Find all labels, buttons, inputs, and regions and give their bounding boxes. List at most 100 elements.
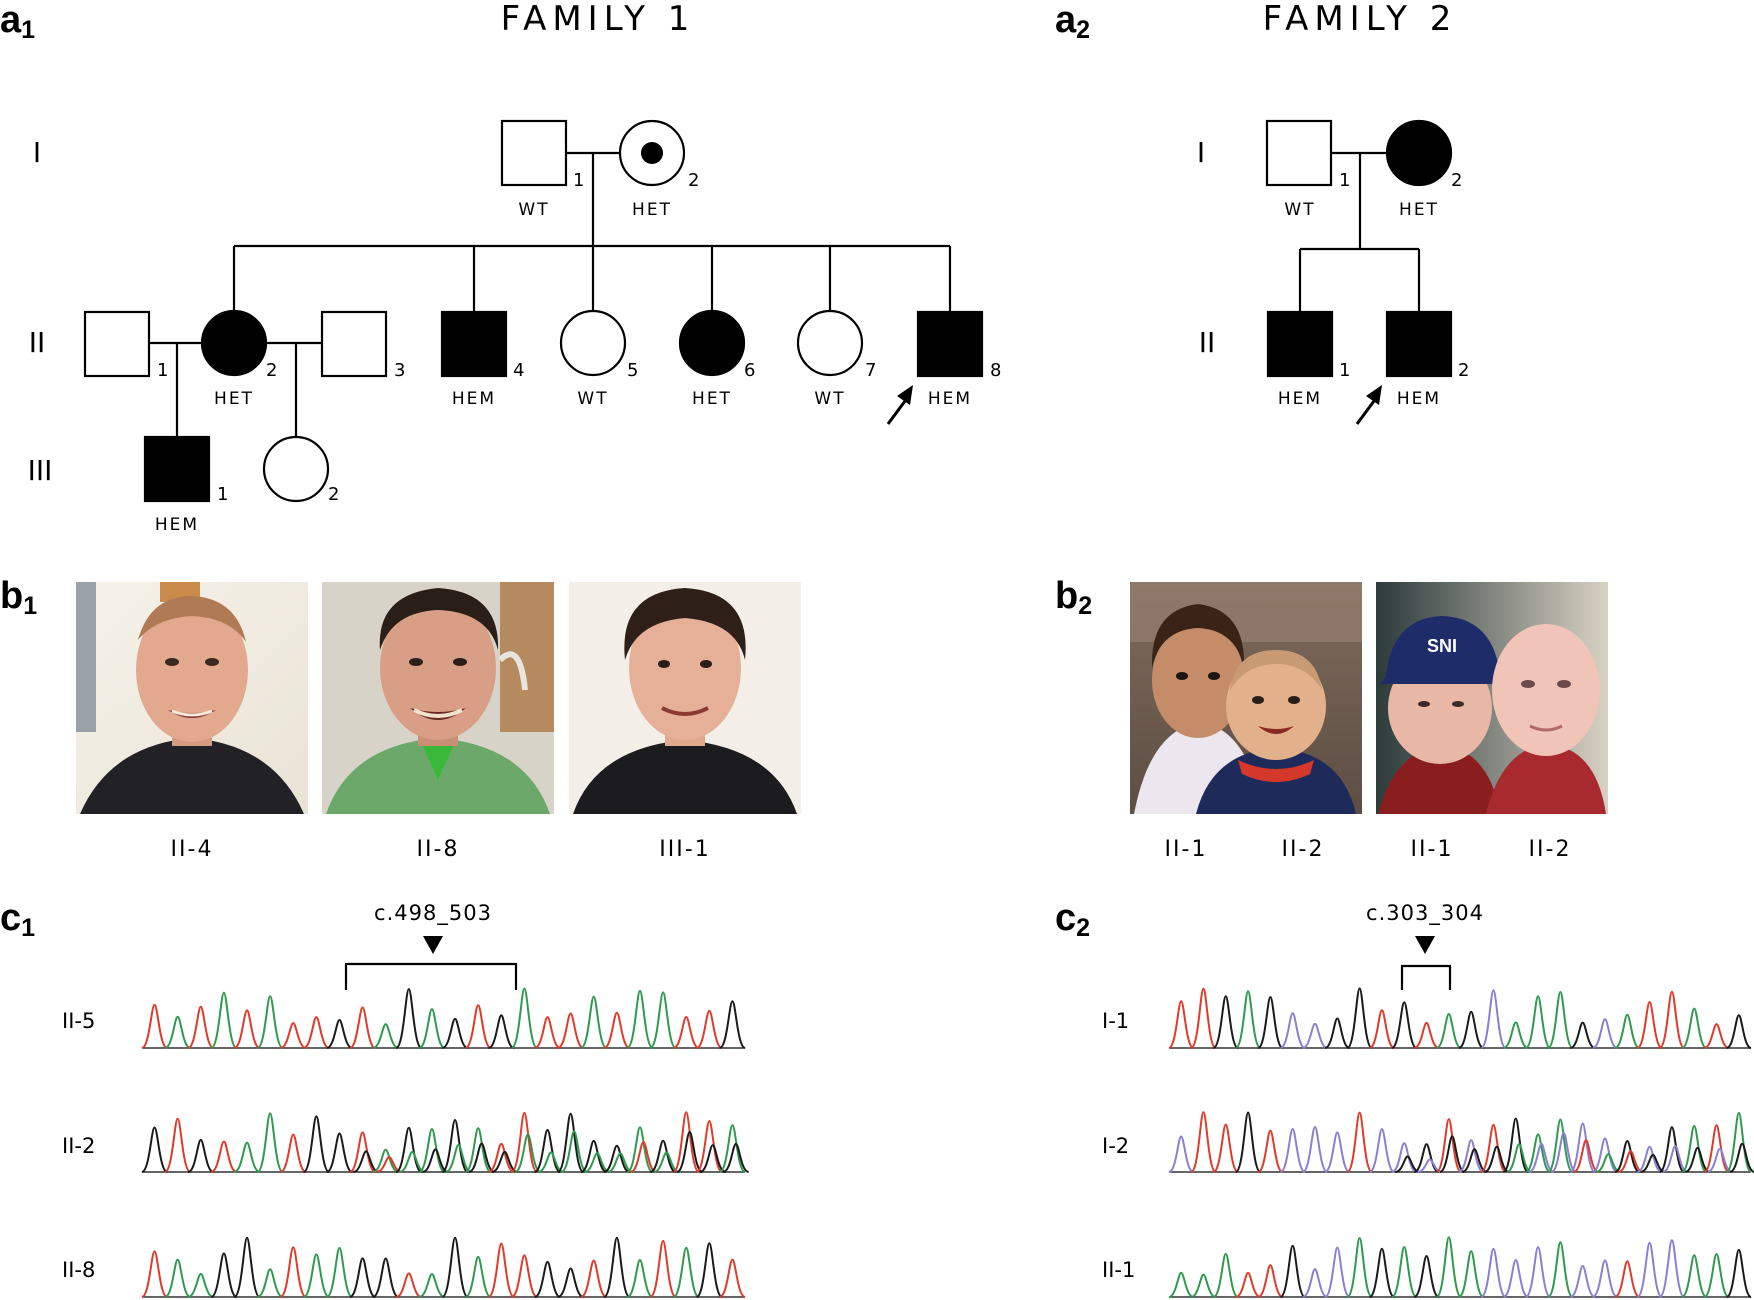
chromatogram-peak — [1413, 1254, 1440, 1298]
chromatogram-peak — [141, 1003, 168, 1049]
chromatogram-peak — [280, 1133, 307, 1173]
family2-II-2-male-affected-proband: 2 HEM — [1355, 310, 1469, 425]
family1-III-1-male-affected: 1 HEM — [143, 435, 228, 535]
chromatogram-peak — [626, 1258, 654, 1298]
family1-I-1-male-unaffected: 1 WT — [500, 119, 584, 220]
chromatogram-peak — [580, 1259, 607, 1298]
chromatogram-peak — [1417, 1158, 1443, 1173]
genotype-label: WT — [518, 200, 549, 220]
family2-I-2-female-affected: 2 HET — [1385, 119, 1462, 220]
chromatogram-peak — [1684, 1146, 1711, 1173]
chromatogram-peak — [534, 1016, 561, 1049]
photo-label-family2-adult-II-1: II-1 — [1411, 837, 1454, 862]
chromatogram-peak — [1190, 1111, 1217, 1173]
chromatogram-peak — [1550, 1132, 1577, 1173]
chromatogram-peak — [1167, 1000, 1195, 1049]
chromatogram-peak — [141, 1126, 168, 1173]
individual-number: 1 — [217, 484, 228, 505]
chromatogram-peak — [672, 1246, 700, 1298]
chromatogram-peak — [303, 1253, 330, 1298]
photo-family1-II-8 — [322, 582, 554, 814]
chromatogram-peak — [1279, 1012, 1306, 1049]
chromatogram-peak — [1658, 1126, 1686, 1173]
chromatogram-peak — [510, 987, 539, 1049]
chromatogram-peak — [1234, 1111, 1262, 1173]
family1-II-5-female-unaffected: 5 WT — [559, 309, 638, 409]
chromatogram-peak — [649, 991, 677, 1049]
chromatogram-peak — [1569, 1265, 1596, 1298]
chromatogram-peak — [418, 1273, 445, 1298]
chromatogram-peak — [187, 1138, 214, 1173]
chromatogram-peak — [1390, 1001, 1418, 1049]
chromatogram-peak — [1707, 1147, 1733, 1173]
chromatogram-peak — [1235, 1271, 1261, 1298]
family1-pedigree-lines — [149, 151, 952, 436]
chromatogram-peak — [303, 1016, 330, 1049]
chromatogram-peak — [210, 991, 238, 1049]
chromatogram-peak — [233, 1009, 261, 1049]
chromatogram-peak — [1703, 1023, 1730, 1049]
chromatogram-peak — [676, 1131, 703, 1173]
individual-number: 2 — [328, 484, 339, 505]
chromatogram-peak — [1729, 1142, 1754, 1173]
proband-arrow-icon — [1355, 385, 1382, 425]
chromatogram-peak — [1614, 1139, 1641, 1173]
chromatogram-peak — [537, 1151, 564, 1173]
chromatogram-peak — [1636, 1241, 1663, 1298]
chromatogram-peak — [210, 1252, 238, 1298]
chromatogram-peak — [580, 1139, 607, 1173]
chromatogram-peak — [649, 1139, 677, 1173]
chromatogram-peak — [488, 1014, 515, 1049]
genotype-label: HET — [692, 389, 732, 409]
family2-II-1-male-affected: 1 HEM — [1266, 310, 1350, 409]
chromatogram-peak — [1346, 1111, 1373, 1173]
variant-bracket — [344, 962, 518, 990]
chromatogram-peak — [718, 1000, 747, 1049]
chromatogram-peak — [1279, 1127, 1306, 1173]
family1-generation-I: I — [33, 136, 41, 169]
chromatogram-peak — [353, 1150, 380, 1173]
family1-generation-II: II — [29, 326, 46, 359]
chromatogram-peak — [557, 1012, 584, 1049]
chromatogram-peak — [1190, 1273, 1217, 1298]
family1-II-8-male-affected-proband: 8 HEM — [886, 310, 1001, 425]
chromatogram-peak — [1547, 1241, 1574, 1298]
chromatogram-peak — [1435, 1236, 1463, 1298]
chromatogram-peak — [1636, 1001, 1663, 1049]
chromatogram-peak — [1528, 1142, 1555, 1173]
chromatogram-peak — [491, 1150, 518, 1173]
variant-marker-icon — [423, 936, 443, 954]
panel-label-a2: a2 — [1055, 0, 1090, 44]
chromatogram-peak — [326, 1132, 353, 1173]
chromatogram-peak — [1726, 1014, 1752, 1049]
family1-generation-III: III — [28, 454, 53, 487]
family1-II-2-female-affected: 2 HET — [200, 309, 277, 409]
chromatogram-peak — [1279, 1244, 1306, 1298]
photo-family2-childhood — [1130, 582, 1362, 814]
chromatogram-peak — [210, 1140, 238, 1173]
chromatogram-peak — [464, 1255, 492, 1298]
chromatogram-peak — [584, 1152, 611, 1173]
chromatogram-peak — [1640, 1153, 1666, 1173]
family2-pedigree-lines — [1298, 151, 1421, 312]
chromatogram-peak — [1346, 1237, 1373, 1298]
chromatogram-peak — [1569, 1122, 1596, 1173]
genotype-label: HEM — [1397, 389, 1441, 409]
chromatogram-peak — [1573, 1139, 1599, 1173]
chromatogram-peak — [395, 988, 423, 1049]
chromatogram-peak — [695, 1242, 724, 1298]
chromatogram-peak — [441, 1236, 469, 1298]
chromatogram-peak — [487, 1242, 515, 1298]
chromatogram-peak — [699, 1144, 726, 1173]
chromatogram-peak — [280, 1022, 307, 1049]
panel-label-b2: b2 — [1055, 575, 1092, 620]
panel-label-c1: c1 — [0, 897, 35, 942]
individual-number: 1 — [157, 360, 168, 381]
family1-II-6-female-affected: 6 HET — [678, 309, 755, 409]
chromatogram-peak — [233, 1141, 261, 1173]
chromatogram-peak — [422, 1148, 449, 1173]
variant-label-family2: c.303_304 — [1366, 901, 1484, 926]
photo-label-family1-II-4: II-4 — [171, 837, 214, 862]
chromatogram-peak — [607, 1152, 634, 1173]
chromatogram-peak — [1302, 1022, 1328, 1049]
